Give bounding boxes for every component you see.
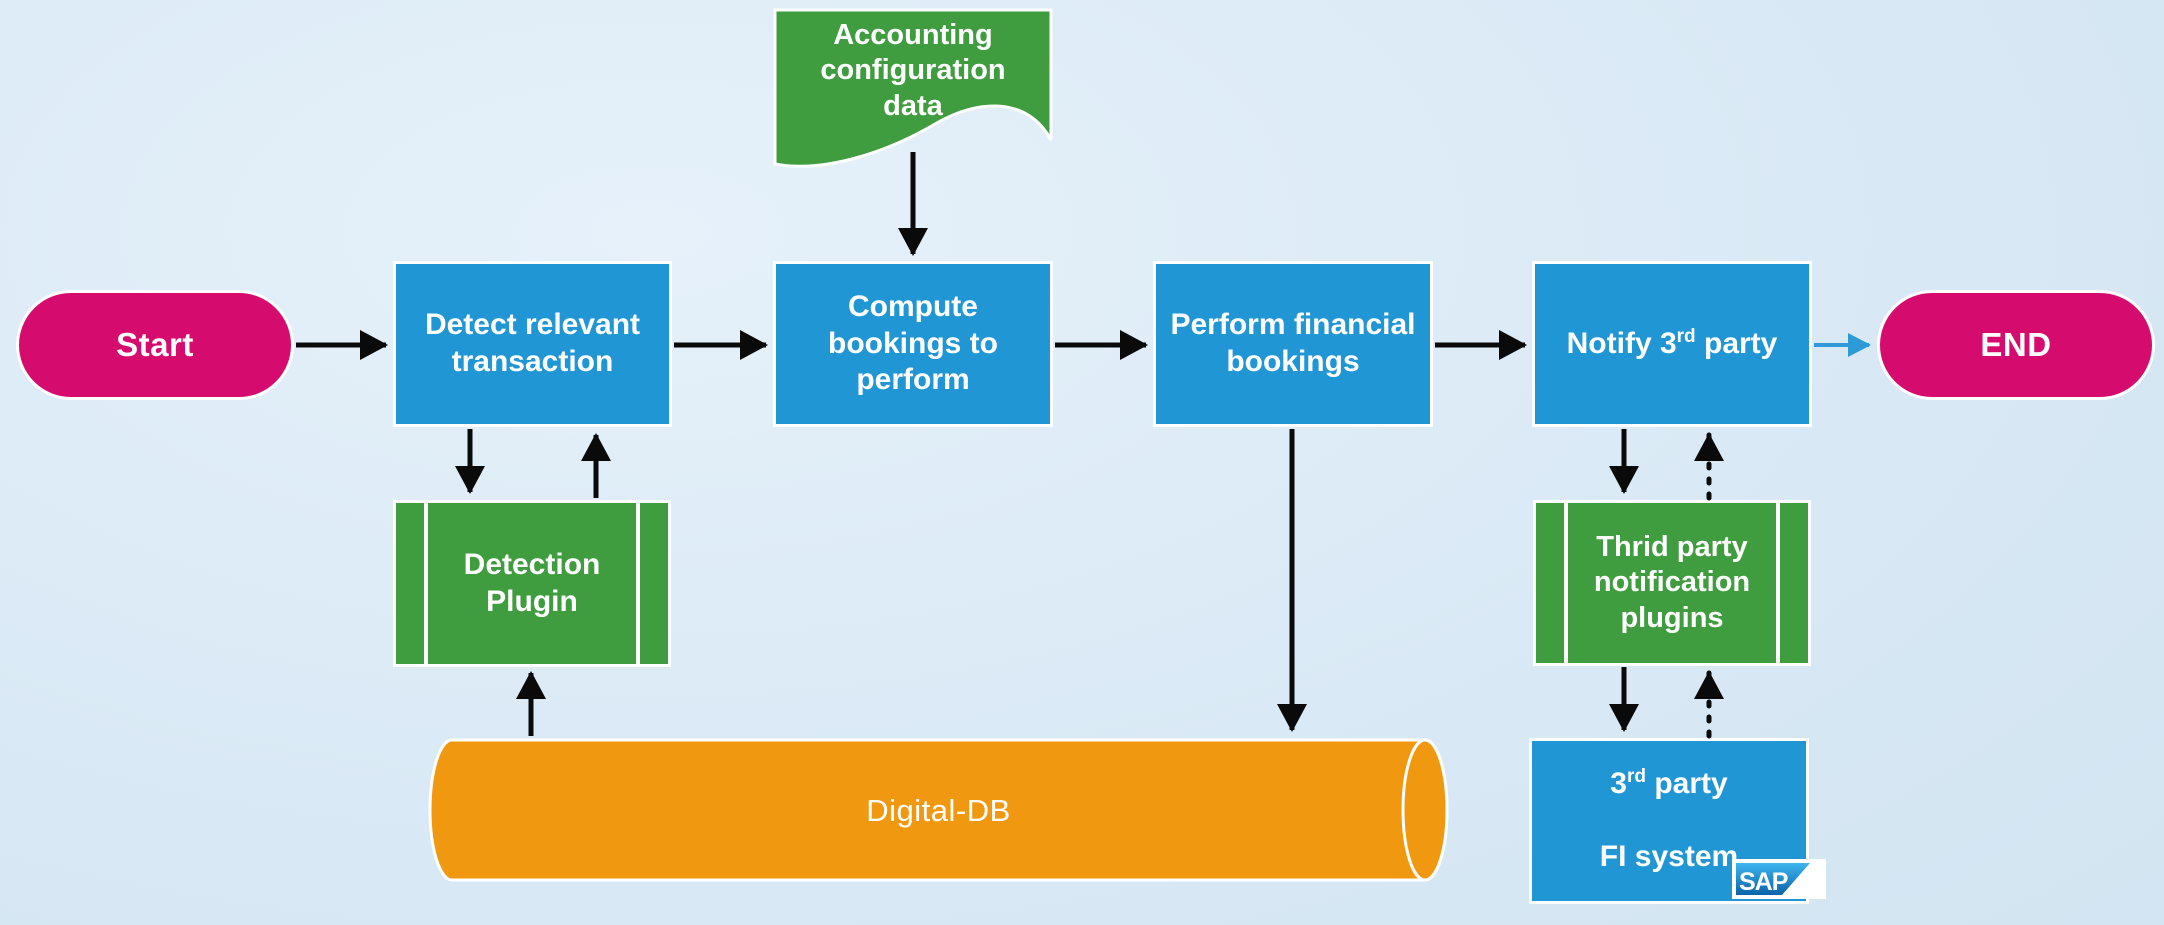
detect-transaction-label: Detect relevant transaction (424, 308, 641, 378)
fi-system-label: 3rd party FI system (1600, 766, 1738, 876)
compute-bookings-label: Compute bookings to perform (828, 290, 998, 397)
notify-label-pre: Notify 3 (1566, 326, 1677, 360)
sap-logo-graphic: SAP (1732, 859, 1826, 899)
sap-logo-text: SAP (1739, 868, 1788, 896)
notify-label-sup: rd (1676, 325, 1696, 347)
start-label: Start (116, 325, 194, 363)
detection-plugin-label: Detection Plugin (463, 547, 601, 618)
detect-transaction-node: Detect relevant transaction (393, 261, 672, 427)
predefined-process-line-left (1564, 503, 1568, 663)
accounting-config-data-node: Accounting configuration data (773, 8, 1053, 180)
fi-system-label-pre: 3 (1610, 767, 1627, 801)
perform-bookings-label: Perform financial bookings (1170, 308, 1416, 378)
third-party-plugins-node: Thrid party notification plugins (1533, 500, 1811, 666)
notify-third-party-node: Notify 3rd party (1532, 261, 1812, 427)
accounting-config-data-label: Accounting configuration data (820, 18, 1006, 122)
cylinder-shape (428, 738, 1449, 882)
fi-system-node: 3rd party FI system SAP (1529, 738, 1826, 904)
predefined-process-line-left (424, 503, 428, 664)
digital-db-label: Digital-DB (866, 792, 1011, 828)
digital-db-node: Digital-DB (428, 738, 1449, 883)
predefined-process-line-right (1776, 503, 1780, 663)
document-shape (773, 8, 1053, 168)
detection-plugin-node: Detection Plugin (393, 500, 671, 667)
notify-third-party-label: Notify 3rd party (1567, 326, 1778, 363)
perform-bookings-node: Perform financial bookings (1153, 261, 1433, 427)
start-node: Start (16, 290, 294, 400)
fi-system-label-sup: rd (1626, 766, 1646, 788)
end-node: END (1877, 290, 2155, 400)
third-party-plugins-label: Thrid party notification plugins (1593, 530, 1751, 634)
compute-bookings-node: Compute bookings to perform (773, 261, 1053, 427)
sap-logo: SAP (1732, 859, 1826, 899)
fi-system-label-line2: FI system (1599, 840, 1739, 874)
fi-system-label-post: party (1645, 767, 1728, 801)
predefined-process-line-right (636, 503, 640, 664)
end-label: END (1980, 325, 2052, 363)
notify-label-post: party (1695, 326, 1778, 360)
